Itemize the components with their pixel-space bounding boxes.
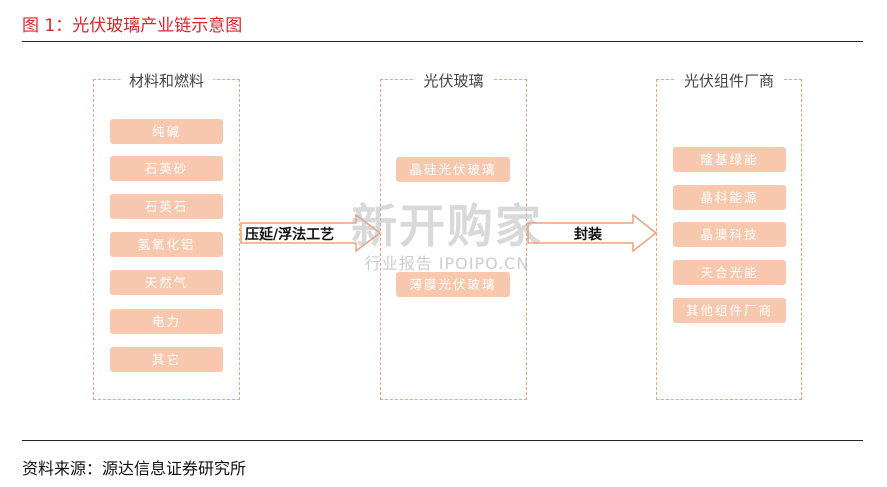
maker-item-jinko: 晶科能源 [673, 185, 786, 210]
pv-glass-group: 光伏玻璃 [380, 70, 527, 400]
material-item-quartz-sand: 石英砂 [110, 156, 223, 181]
maker-item-ja-solar: 晶澳科技 [673, 222, 786, 247]
bottom-divider [22, 440, 863, 441]
materials-group: 材料和燃料 [93, 70, 240, 400]
material-item-soda-ash: 纯碱 [110, 119, 223, 144]
module-makers-group-title: 光伏组件厂商 [674, 70, 784, 91]
module-makers-group: 光伏组件厂商 [656, 70, 802, 400]
materials-group-title: 材料和燃料 [119, 70, 214, 91]
process-arrow-1-label: 压延/浮法工艺 [245, 227, 335, 243]
material-item-electricity: 电力 [110, 309, 223, 334]
material-item-aluminum-hydroxide: 氢氧化铝 [110, 232, 223, 257]
material-item-quartz-stone: 石英石 [110, 194, 223, 219]
top-divider [22, 41, 863, 42]
process-arrow-1 [240, 213, 382, 253]
material-item-natural-gas: 天然气 [110, 270, 223, 295]
source-note: 资料来源：源达信息证券研究所 [22, 459, 247, 478]
figure-title: 图 1：光伏玻璃产业链示意图 [22, 16, 243, 36]
pv-glass-group-title: 光伏玻璃 [414, 70, 493, 91]
glass-item-crystalline: 晶硅光伏玻璃 [396, 157, 510, 182]
maker-item-longi: 隆基绿能 [673, 147, 786, 172]
process-arrow-2 [527, 213, 658, 253]
process-arrow-2-label: 封装 [574, 227, 602, 243]
maker-item-other-makers: 其他组件厂商 [673, 298, 786, 323]
material-item-other: 其它 [110, 347, 223, 372]
maker-item-trina: 天合光能 [673, 260, 786, 285]
glass-item-thin-film: 薄膜光伏玻璃 [396, 272, 510, 297]
